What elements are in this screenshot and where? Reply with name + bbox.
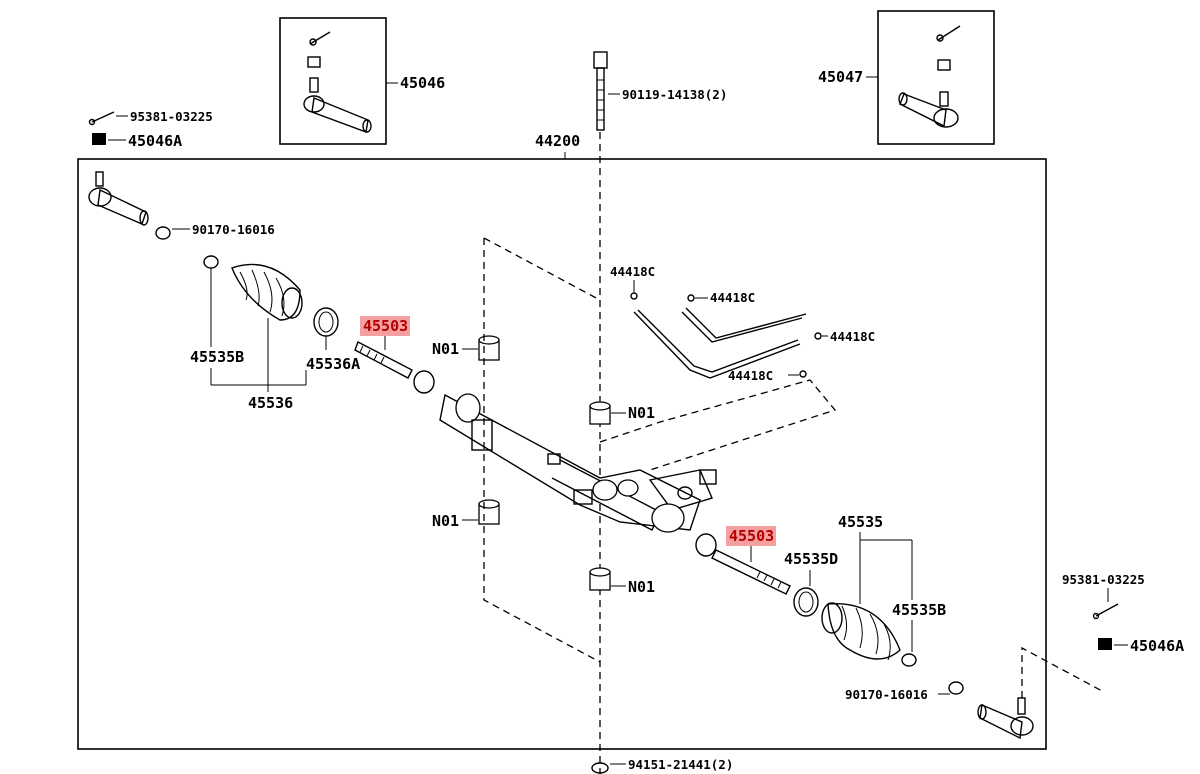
label-44418c-d[interactable]: 44418C — [728, 368, 773, 383]
label-45046[interactable]: 45046 — [400, 74, 445, 92]
clamp-45536a-icon — [313, 307, 339, 337]
label-bolt-94151[interactable]: 94151-21441(2) — [628, 757, 733, 772]
label-45503-left[interactable]: 45503 — [363, 317, 408, 335]
boot-right-icon — [821, 602, 901, 661]
highlight-45503-left — [360, 316, 410, 336]
label-n01-c[interactable]: N01 — [432, 512, 459, 530]
label-n01-b[interactable]: N01 — [628, 404, 655, 422]
highlight-45503-right — [726, 526, 776, 546]
label-nut-90170-left[interactable]: 90170-16016 — [192, 222, 275, 237]
label-pin-95381-right[interactable]: 95381-03225 — [1062, 572, 1145, 587]
label-bolt-90119[interactable]: 90119-14138(2) — [622, 87, 727, 102]
tie-rod-end-45046-icon — [303, 31, 372, 133]
label-pin-95381-left[interactable]: 95381-03225 — [130, 109, 213, 124]
label-45503-right[interactable]: 45503 — [729, 527, 774, 545]
nut-90170-right-icon — [948, 681, 964, 695]
label-45047[interactable]: 45047 — [818, 68, 863, 86]
clamp-45535d-icon — [793, 587, 819, 617]
tie-rod-end-left-icon — [88, 171, 149, 226]
inset-45046-box — [279, 17, 387, 145]
tie-rod-end-right-icon — [977, 697, 1034, 740]
tie-rod-end-45047-icon — [898, 25, 961, 128]
bushing-n01-a-icon — [478, 335, 500, 361]
bushing-n01-c-icon — [478, 499, 500, 525]
label-45535[interactable]: 45535 — [838, 513, 883, 531]
bolt-top-icon — [593, 51, 608, 131]
clip-45535b-left-icon — [203, 255, 219, 269]
label-nut-45046a-left[interactable]: 45046A — [128, 132, 182, 150]
pressure-tubes-icon — [630, 292, 822, 379]
label-44200[interactable]: 44200 — [535, 132, 580, 150]
label-44418c-c[interactable]: 44418C — [830, 329, 875, 344]
label-44418c-b[interactable]: 44418C — [710, 290, 755, 305]
assembly-44200-frame — [77, 158, 1047, 750]
castle-nut-left-icon — [92, 133, 106, 145]
label-n01-d[interactable]: N01 — [628, 578, 655, 596]
nut-90170-left-icon — [155, 226, 171, 240]
bushing-n01-d-icon — [589, 567, 611, 591]
label-45536[interactable]: 45536 — [248, 394, 293, 412]
label-n01-a[interactable]: N01 — [432, 340, 459, 358]
inner-tie-rod-right-icon — [695, 533, 791, 595]
label-45535b-left[interactable]: 45535B — [190, 348, 244, 366]
label-45535d[interactable]: 45535D — [784, 550, 838, 568]
castle-nut-right-icon — [1098, 638, 1112, 650]
label-nut-45046a-right[interactable]: 45046A — [1130, 637, 1184, 655]
cotter-pin-right-icon — [1092, 603, 1119, 620]
label-nut-90170-right[interactable]: 90170-16016 — [845, 687, 928, 702]
clip-45535b-right-icon — [901, 653, 917, 667]
label-45536a[interactable]: 45536A — [306, 355, 360, 373]
label-44418c-a[interactable]: 44418C — [610, 264, 655, 279]
bushing-n01-b-icon — [589, 401, 611, 425]
nut-bottom-icon — [591, 762, 609, 774]
inset-45047-box — [877, 10, 995, 145]
rack-housing-icon — [439, 393, 717, 533]
cotter-pin-left-icon — [88, 111, 115, 126]
label-45535b-right[interactable]: 45535B — [892, 601, 946, 619]
inner-tie-rod-left-icon — [354, 341, 435, 394]
boot-left-icon — [231, 263, 303, 321]
